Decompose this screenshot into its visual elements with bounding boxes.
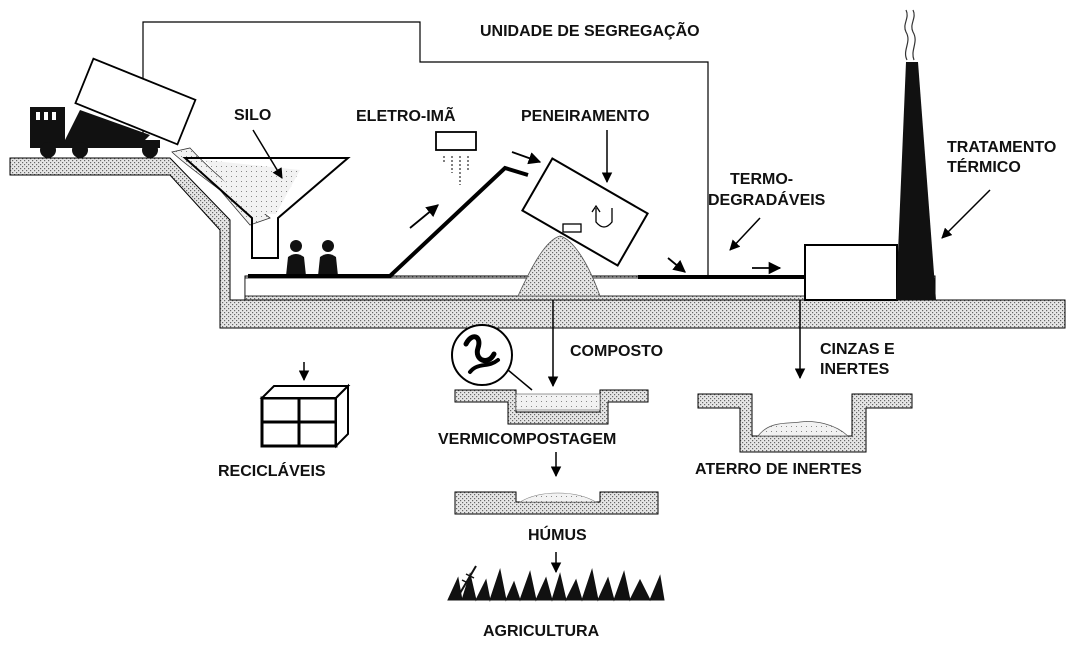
humus-fill: [518, 492, 598, 503]
label-composto: COMPOSTO: [570, 343, 663, 360]
label-termo-2: DEGRADÁVEIS: [708, 190, 826, 209]
segregation-unit-outline: [142, 21, 709, 300]
agriculture-plants-icon: [447, 565, 665, 602]
label-eletroima: ELETRO-IMÃ: [356, 105, 456, 125]
chimney-smoke: [904, 9, 916, 61]
label-humus: HÚMUS: [528, 525, 587, 544]
screening-drum-icon: [521, 157, 649, 267]
label-vermicompostagem: VERMICOMPOSTAGEM: [438, 431, 616, 448]
inert-landfill: [697, 393, 913, 453]
worm-magnifier-icon: [451, 324, 533, 391]
label-tratamento-2: TÉRMICO: [947, 157, 1021, 176]
conveyor-belt: [248, 165, 529, 278]
furnace: [804, 244, 898, 301]
compost-pile: [517, 235, 601, 297]
label-reciclaveis: RECICLÁVEIS: [218, 461, 326, 480]
label-termo-1: TERMO-: [730, 171, 793, 188]
vermicomposting-bed: [454, 389, 649, 425]
feed-arrow: [511, 151, 542, 165]
chimney: [896, 62, 936, 300]
dump-truck-icon: [30, 57, 197, 158]
silo-hopper: [182, 157, 351, 259]
label-silo: SILO: [234, 107, 271, 124]
humus-bed: [454, 491, 659, 515]
label-tratamento-1: TRATAMENTO: [947, 139, 1056, 156]
label-cinzas-1: CINZAS E: [820, 341, 895, 358]
diagram-title: UNIDADE DE SEGREGAÇÃO: [480, 20, 700, 40]
tratamento-pointer: [941, 189, 991, 239]
conveyor-arrow: [409, 204, 439, 229]
label-agricultura: AGRICULTURA: [483, 623, 600, 640]
label-peneiramento: PENEIRAMENTO: [521, 108, 650, 125]
label-aterro: ATERRO DE INERTES: [695, 461, 862, 478]
exit-arrow: [667, 257, 686, 273]
label-cinzas-2: INERTES: [820, 361, 890, 378]
electromagnet-icon: [435, 131, 477, 185]
recyclables-box-icon: [259, 383, 351, 449]
termo-pointer: [729, 217, 761, 251]
landfill-fill: [757, 421, 849, 437]
workers-icon: [286, 240, 338, 276]
vermicompost-fill: [515, 393, 601, 411]
ground-surface: [9, 157, 1066, 329]
silo-pointer: [252, 129, 283, 179]
